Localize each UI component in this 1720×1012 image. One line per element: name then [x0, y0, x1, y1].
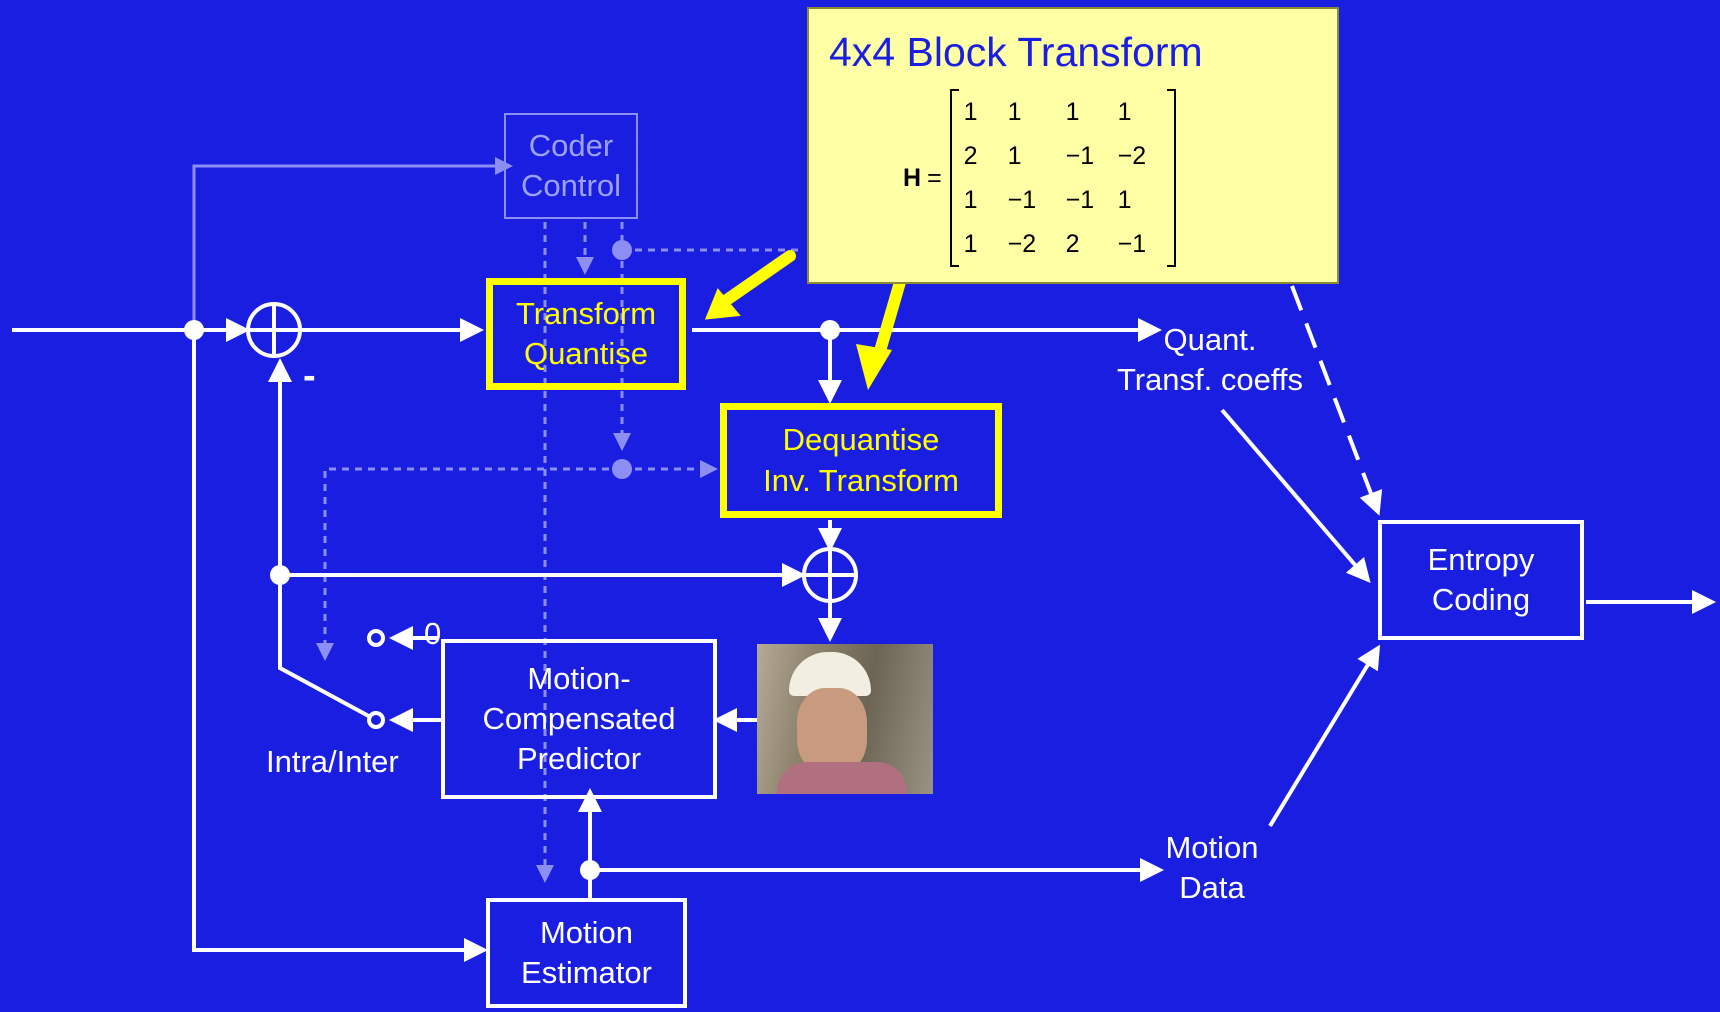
matrix-cell: 2 — [1065, 230, 1080, 258]
control-lines — [192, 157, 800, 883]
highlight-arrows — [712, 250, 906, 364]
switch-terminal — [367, 629, 385, 647]
prediction-feedback-line — [268, 358, 377, 722]
matrix-cell: −1 — [1007, 186, 1037, 214]
motion-compensated-predictor-block: Motion- Compensated Predictor — [441, 639, 717, 799]
control-to-switch-line — [316, 467, 622, 661]
block-label-line: Predictor — [516, 741, 642, 777]
input-to-estimator-line — [192, 330, 488, 962]
block-label-line: Motion- — [527, 660, 631, 696]
block-label-line: Inv. Transform — [763, 462, 959, 498]
matrix-cell: −1 — [1065, 186, 1095, 214]
zero-input-label: 0 — [424, 616, 442, 651]
right-bracket — [1166, 89, 1176, 267]
matrix-cell: 1 — [1117, 186, 1132, 214]
motion-data-label: Motion Data — [1150, 828, 1274, 909]
coeffs-to-entropy-line — [1220, 408, 1371, 584]
block-label-line: Compensated — [482, 700, 676, 736]
matrix-body: 1 1 1 1 2 1 −1 −2 1 −1 −1 1 1 −2 2 −1 — [949, 89, 1176, 267]
label-line: Transf. coeffs — [1116, 362, 1304, 398]
control-to-entropy-dashed-line — [1290, 285, 1383, 516]
shirt-shape — [777, 762, 907, 794]
highlight-arrow-transform — [712, 250, 796, 312]
circle-plus-icon — [802, 547, 858, 603]
matrix-cell: 1 — [963, 98, 978, 126]
junction-dot — [184, 320, 204, 340]
matrix-cell: −2 — [1117, 142, 1147, 170]
label-line: Motion — [1165, 830, 1259, 865]
block-label-line: Estimator — [521, 955, 652, 990]
equals-sign: = — [927, 163, 942, 192]
block-label-line: Coder — [528, 127, 614, 163]
matrix-cell: 1 — [963, 186, 978, 214]
label-line: Data — [1179, 870, 1245, 906]
control-feed-line — [192, 157, 513, 330]
intra-inter-label: Intra/Inter — [266, 744, 399, 779]
data-lines — [12, 285, 1716, 962]
matrix-cell: −2 — [1007, 230, 1037, 258]
quant-coeffs-label: Quant. Transf. coeffs — [1100, 320, 1320, 401]
matrix-cell: 1 — [1007, 98, 1022, 126]
transform-callout: 4x4 Block Transform H = 1 1 1 1 2 1 −1 −… — [807, 7, 1339, 284]
junction-dot — [270, 565, 290, 585]
block-label-line: Motion — [539, 914, 634, 950]
callout-title: 4x4 Block Transform — [829, 29, 1203, 75]
left-bracket — [949, 89, 959, 267]
transform-quantise-block: Transform Quantise — [486, 278, 686, 390]
block-label-line: Dequantise — [782, 422, 940, 458]
highlight-arrow-dequant — [872, 276, 906, 364]
block-label-line: Control — [521, 168, 621, 203]
matrix-cell: −1 — [1065, 142, 1095, 170]
motion-to-entropy-line — [1268, 644, 1381, 828]
matrix-cell: 2 — [963, 142, 978, 170]
switch-terminal — [367, 711, 385, 729]
matrix-cell: 1 — [963, 230, 978, 258]
matrix-cell: 1 — [1065, 98, 1080, 126]
circle-plus-icon — [246, 302, 302, 358]
matrix-symbol: H — [903, 163, 922, 192]
control-junction-dot — [612, 459, 632, 479]
video-frame-thumbnail-icon — [757, 644, 933, 794]
transform-matrix: H = 1 1 1 1 2 1 −1 −2 1 −1 −1 1 1 −2 2 −… — [903, 89, 1176, 267]
matrix-cell: 1 — [1117, 98, 1132, 126]
label-line: Quant. — [1163, 322, 1257, 357]
block-label-line: Quantise — [523, 336, 649, 371]
junction-dot — [580, 860, 600, 880]
arrowhead — [856, 344, 892, 390]
matrix-cell: 1 — [1007, 142, 1022, 170]
junction-dot — [820, 320, 840, 340]
arrowhead — [704, 288, 741, 320]
face-shape — [797, 688, 867, 774]
motion-estimator-block: Motion Estimator — [486, 898, 687, 1008]
block-label-line: Coding — [1431, 582, 1531, 617]
control-junction-dot — [612, 240, 632, 260]
minus-sign-label: - — [303, 355, 316, 397]
dequantise-inverse-transform-block: Dequantise Inv. Transform — [720, 403, 1002, 518]
coder-control-block: Coder Control — [504, 113, 638, 219]
block-label-line: Entropy — [1427, 541, 1535, 577]
entropy-coding-block: Entropy Coding — [1378, 520, 1584, 640]
matrix-cell: −1 — [1117, 230, 1147, 258]
block-label-line: Transform — [515, 295, 657, 331]
